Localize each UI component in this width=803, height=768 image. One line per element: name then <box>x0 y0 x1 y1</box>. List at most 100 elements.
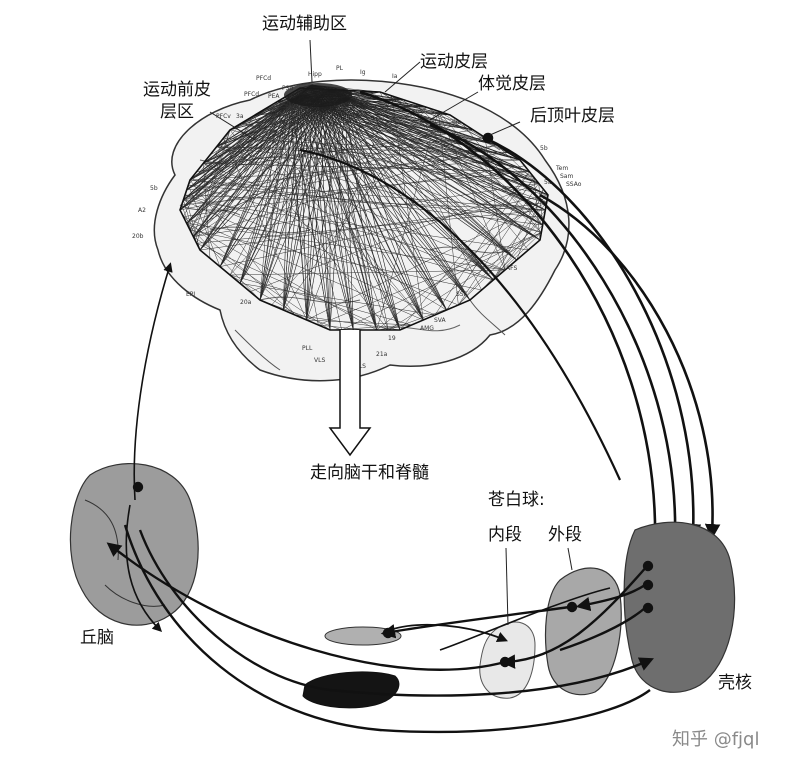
area-code-label: 5b <box>150 185 158 192</box>
network-link <box>216 146 506 271</box>
network-link <box>299 94 494 281</box>
network-link <box>199 94 301 251</box>
watermark-text: 知乎 @fjql <box>672 729 760 750</box>
network-link <box>318 232 542 326</box>
black-nucleus <box>302 671 400 709</box>
label-globus-pallidus: 苍白球: <box>488 490 545 510</box>
network-link <box>189 179 546 211</box>
network-link <box>388 232 542 331</box>
network-link <box>319 104 451 116</box>
area-code-label: EPI <box>186 291 195 298</box>
network-link <box>426 107 521 161</box>
network-link <box>318 324 366 331</box>
network-link <box>181 171 530 206</box>
network-link <box>188 184 545 218</box>
network-link <box>438 111 506 271</box>
label-premotor-line2: 层区 <box>160 102 194 122</box>
network-link <box>253 104 321 117</box>
network-link <box>341 232 542 331</box>
area-code-label: PFCd <box>244 91 259 98</box>
network-link <box>344 97 521 161</box>
network-link <box>438 111 459 306</box>
network-link <box>223 138 307 321</box>
network-link <box>216 146 542 233</box>
area-code-label: AMG <box>420 325 434 332</box>
area-code-label: PFCv <box>216 113 231 120</box>
network-link <box>239 94 301 284</box>
label-leader-lines <box>209 39 573 626</box>
network-link <box>199 202 547 251</box>
network-link <box>289 99 424 321</box>
area-code-label: 20b <box>132 233 144 240</box>
network-link <box>216 146 539 184</box>
network-link <box>203 163 494 281</box>
network-link <box>203 163 447 311</box>
label-thalamus: 丘脑 <box>80 628 114 648</box>
network-link <box>259 99 291 301</box>
network-link <box>353 90 517 261</box>
network-link <box>379 91 482 291</box>
network-link <box>223 138 509 153</box>
network-link <box>276 101 319 326</box>
network-link <box>329 89 424 321</box>
network-link <box>344 97 541 241</box>
network-link <box>283 107 427 311</box>
network-link <box>229 129 389 331</box>
network-link <box>184 194 494 281</box>
network-link <box>183 216 296 316</box>
network-link <box>216 146 521 161</box>
network-link <box>189 115 254 231</box>
network-link <box>186 223 261 301</box>
network-link <box>344 97 517 261</box>
label-somatosensory-cortex: 体觉皮层 <box>478 74 546 94</box>
network-link <box>229 95 392 276</box>
network-link <box>376 194 549 331</box>
area-code-label: 19 <box>388 335 396 342</box>
network-link <box>241 122 542 233</box>
network-link <box>403 99 529 251</box>
area-code-label: PSd <box>282 85 293 92</box>
area-code-label: PFCd <box>256 75 271 82</box>
network-link <box>203 104 321 164</box>
network-link <box>183 216 424 321</box>
network-link <box>319 104 331 331</box>
network-link <box>183 199 197 244</box>
network-link <box>183 137 486 201</box>
network-link <box>203 163 530 172</box>
network-link <box>319 104 541 241</box>
network-link <box>229 129 549 196</box>
network-link <box>186 152 509 191</box>
label-posterior-parietal-cortex: 后顶叶皮层 <box>530 106 615 126</box>
network-link <box>329 97 346 331</box>
area-code-label: AFS <box>506 265 517 272</box>
network-link <box>183 165 525 217</box>
network-link <box>229 274 307 321</box>
label-gp-external-segment: 外段 <box>548 525 582 545</box>
network-link <box>184 194 459 306</box>
area-code-label: PLL <box>302 345 313 352</box>
network-link <box>288 94 331 331</box>
network-link <box>249 183 539 292</box>
network-link <box>189 159 521 181</box>
network-link <box>379 91 535 178</box>
network-link <box>299 94 354 331</box>
network-link <box>186 89 327 191</box>
area-code-label: VLS <box>314 357 325 364</box>
network-link <box>179 144 497 211</box>
network-link <box>306 95 392 321</box>
area-code-label: SSAo <box>566 181 582 188</box>
network-link <box>391 95 497 146</box>
network-link <box>376 111 439 331</box>
putamen-nucleus <box>623 521 736 693</box>
network-link <box>271 111 439 306</box>
network-link <box>289 99 401 331</box>
network-link <box>186 97 346 224</box>
network-link <box>434 171 530 316</box>
network-link <box>438 111 542 233</box>
network-link <box>186 223 506 271</box>
area-code-label: 6m <box>452 119 462 126</box>
network-link <box>183 199 436 316</box>
network-link <box>196 243 389 331</box>
network-link <box>216 146 509 153</box>
